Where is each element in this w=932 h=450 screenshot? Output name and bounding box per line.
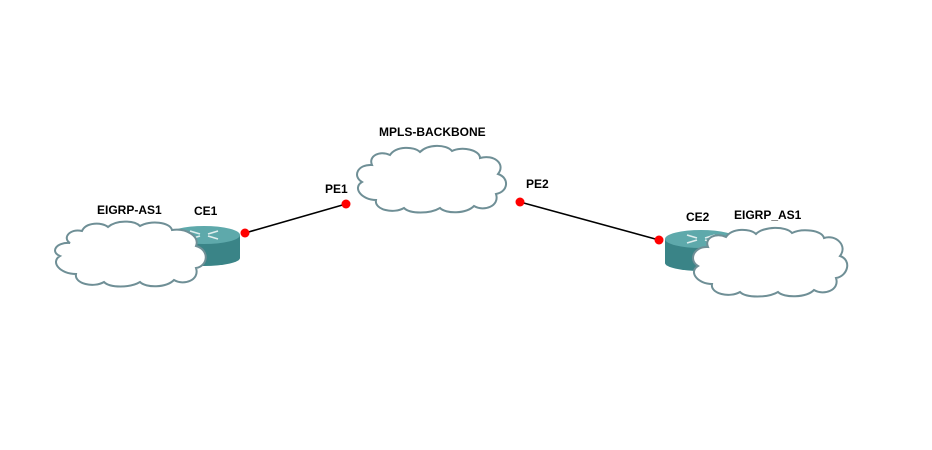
label-mpls-backbone: MPLS-BACKBONE xyxy=(379,125,486,139)
label-ce1: CE1 xyxy=(194,204,218,218)
link-ce1-pe1[interactable] xyxy=(244,203,347,234)
label-eigrp-as1-left: EIGRP-AS1 xyxy=(97,203,162,217)
cloud-eigrp-as1-left[interactable] xyxy=(54,220,207,288)
label-pe1: PE1 xyxy=(325,182,348,196)
port-pe2[interactable] xyxy=(515,197,525,207)
label-ce2: CE2 xyxy=(686,210,710,224)
label-eigrp-as1-right: EIGRP_AS1 xyxy=(734,208,802,222)
port-ce2[interactable] xyxy=(654,235,664,245)
link-pe2-ce2[interactable] xyxy=(519,201,660,241)
cloud-eigrp-as1-right[interactable] xyxy=(692,226,849,298)
port-pe1[interactable] xyxy=(341,199,351,209)
cloud-mpls-backbone[interactable] xyxy=(356,144,507,214)
label-pe2: PE2 xyxy=(526,177,549,191)
port-ce1[interactable] xyxy=(240,228,250,238)
